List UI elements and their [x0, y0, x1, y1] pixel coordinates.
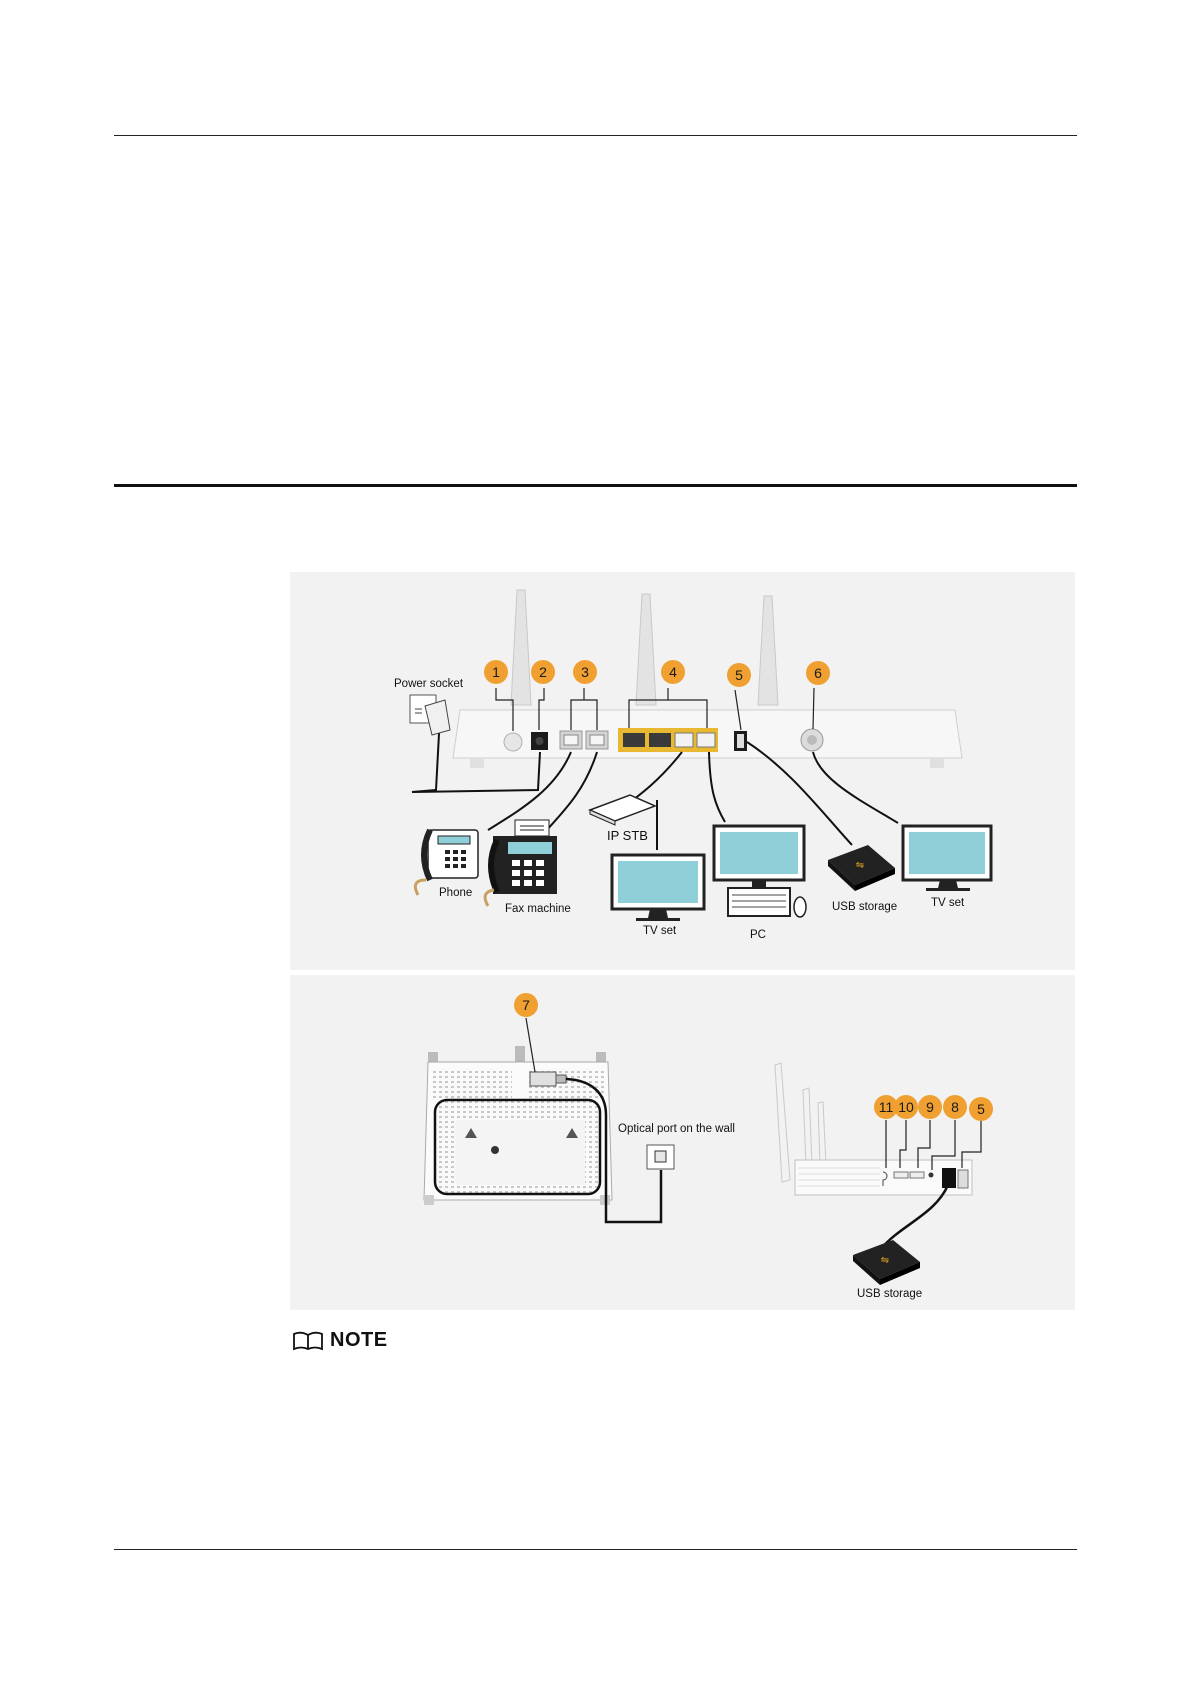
label-ip-stb: IP STB [607, 828, 648, 843]
svg-text:7: 7 [522, 997, 530, 1013]
ip-stb-icon [590, 795, 655, 825]
book-icon [292, 1331, 324, 1351]
router-bottom-view [424, 1046, 612, 1205]
label-tv-set: TV set [931, 897, 965, 909]
callout-badge: 10 [894, 1095, 918, 1119]
label-optical-port: Optical port on the wall [618, 1123, 735, 1135]
antenna-icon [511, 590, 778, 705]
label-usb-storage: USB storage [832, 901, 897, 913]
callout-badge: 1 [484, 660, 508, 684]
svg-text:9: 9 [926, 1099, 934, 1115]
note-heading: NOTE [292, 1329, 388, 1352]
callout-badge: 9 [918, 1095, 942, 1119]
callout-badge: 5 [727, 663, 751, 687]
svg-text:5: 5 [735, 667, 743, 683]
label-phone: Phone [439, 887, 472, 899]
callout-badge: 7 [514, 993, 538, 1017]
svg-text:4: 4 [669, 664, 677, 680]
label-power-socket: Power socket [394, 678, 464, 690]
usb-storage-icon: ⇋ [853, 1240, 920, 1285]
svg-text:8: 8 [951, 1099, 959, 1115]
tv-set-icon [903, 826, 991, 891]
phone-icon [415, 830, 478, 895]
svg-text:11: 11 [879, 1099, 894, 1115]
optical-port-icon [647, 1145, 674, 1169]
svg-text:1: 1 [492, 664, 500, 680]
fax-machine-icon [485, 820, 557, 906]
tv-set-icon [612, 855, 704, 921]
power-switch-icon [504, 733, 522, 751]
svg-text:3: 3 [581, 664, 589, 680]
callout-badge: 8 [943, 1095, 967, 1119]
label-fax-machine: Fax machine [505, 903, 571, 915]
callout-badges-side: 11 10 9 8 5 [874, 1095, 993, 1121]
callout-badge: 3 [573, 660, 597, 684]
callout-badge: 2 [531, 660, 555, 684]
callout-badge: 5 [969, 1097, 993, 1121]
svg-text:⇋: ⇋ [856, 860, 864, 871]
router-side-view [775, 1063, 972, 1195]
note-title: NOTE [330, 1329, 388, 1352]
callout-badges-top: 1 2 3 4 5 6 [484, 660, 830, 687]
svg-text:2: 2 [539, 664, 547, 680]
svg-text:5: 5 [977, 1101, 985, 1117]
power-socket-icon [410, 695, 450, 735]
svg-text:⇋: ⇋ [881, 1255, 889, 1266]
callout-badge: 6 [806, 661, 830, 685]
pc-icon [714, 826, 806, 917]
footer-rule [114, 1549, 1077, 1550]
svg-text:10: 10 [898, 1099, 914, 1115]
label-tv-set: TV set [643, 925, 677, 937]
label-pc: PC [750, 929, 766, 941]
svg-text:6: 6 [814, 665, 822, 681]
usb-storage-icon: ⇋ [828, 845, 895, 891]
label-usb-storage: USB storage [857, 1288, 922, 1300]
callout-badge: 4 [661, 660, 685, 684]
